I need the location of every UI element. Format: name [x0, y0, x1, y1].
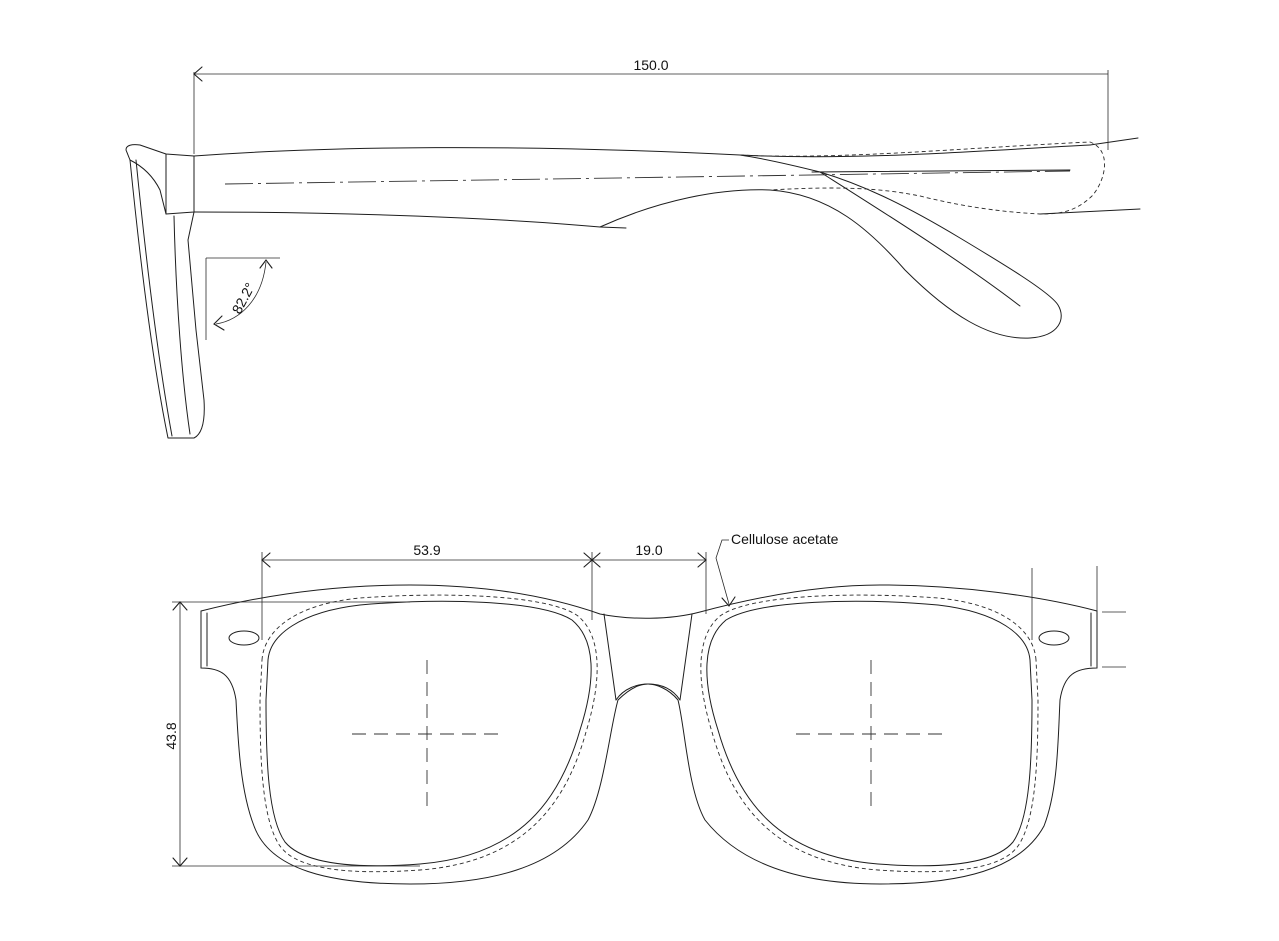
overall-length-label: 150.0	[633, 57, 668, 73]
bridge-width-dimension: 19.0	[591, 542, 707, 614]
tilt-angle-label: 82.2°	[229, 280, 259, 317]
lens-width-label: 53.9	[413, 542, 440, 558]
dimension-arrowhead	[172, 601, 188, 611]
frame-outer-outline	[200, 584, 1098, 885]
bridge-width-label: 19.0	[635, 542, 662, 558]
bridge	[603, 613, 693, 701]
callout-arrowhead	[721, 596, 736, 607]
right-hinge-rivet	[1038, 630, 1070, 646]
lens-height-dimension: 43.8	[163, 601, 420, 867]
right-extension-lines	[1031, 566, 1126, 668]
lens-height-label: 43.8	[163, 722, 179, 749]
left-lens	[259, 594, 598, 873]
side-view: 150.0 82.2°	[125, 57, 1141, 439]
dimension-arrowhead	[193, 66, 203, 82]
overall-length-dimension: 150.0	[193, 57, 1109, 154]
dimension-arrowhead	[172, 857, 188, 867]
tilt-angle-dimension: 82.2°	[205, 257, 280, 340]
material-callout: Cellulose acetate	[715, 531, 839, 607]
angle-arrowhead-bottom	[213, 315, 225, 331]
side-temple-arm	[193, 137, 1141, 339]
angle-arrowhead-top	[259, 259, 273, 269]
right-lens	[700, 594, 1039, 873]
material-label: Cellulose acetate	[731, 531, 839, 547]
dimension-arrowhead	[591, 552, 601, 568]
front-view: 53.9 19.0 Cellulose acetate 43.8	[163, 531, 1126, 885]
left-hinge-rivet	[228, 630, 260, 646]
dimension-arrowhead	[697, 552, 707, 568]
dimension-arrowhead	[261, 552, 271, 568]
side-front-frame	[125, 144, 205, 439]
